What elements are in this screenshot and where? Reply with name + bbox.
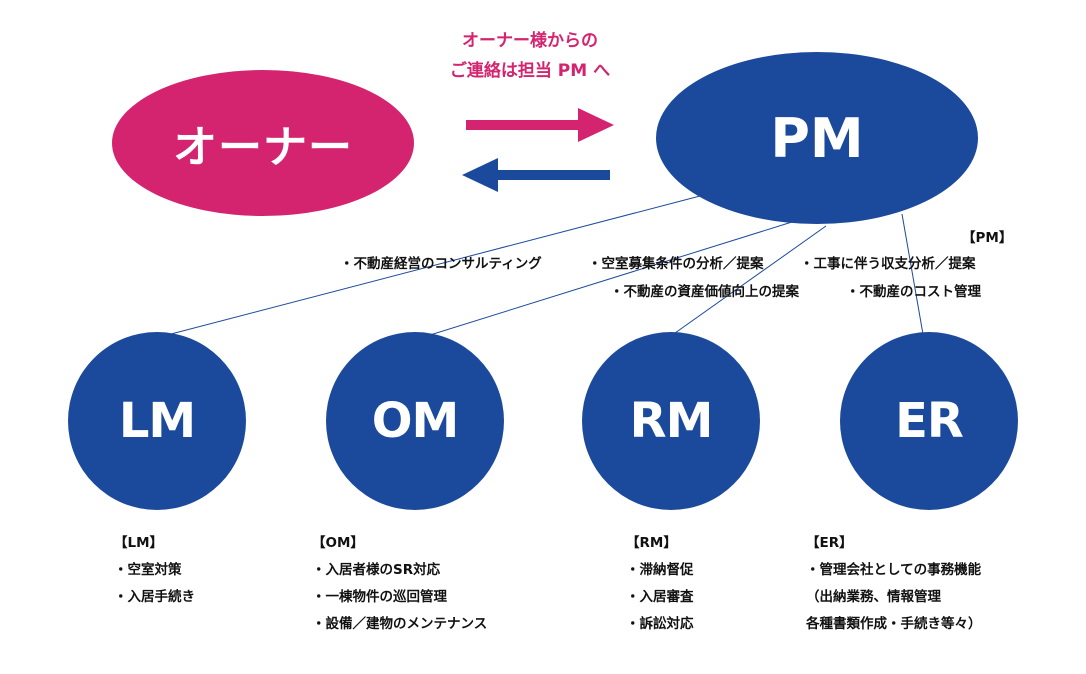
om-item: ・入居者様のSR対応 bbox=[312, 562, 441, 578]
owner-label: オーナー bbox=[173, 122, 353, 173]
er-node: ER bbox=[840, 332, 1018, 510]
lm-node: LM bbox=[68, 332, 246, 510]
rm-details: 【RM】 ・滞納督促 ・入居審査 ・訴訟対応 bbox=[626, 530, 694, 638]
er-heading: 【ER】 bbox=[806, 535, 853, 551]
connector-pm-om bbox=[381, 221, 793, 351]
er-label: ER bbox=[895, 393, 964, 449]
er-item: 各種書類作成・手続き等々） bbox=[806, 616, 982, 632]
pm-duty-5: ・不動産のコスト管理 bbox=[846, 284, 981, 300]
er-item: （出納業務、情報管理 bbox=[806, 589, 941, 605]
rm-item: ・滞納督促 bbox=[626, 562, 694, 578]
caption-line-1: オーナー様からの bbox=[462, 31, 598, 51]
pm-duties-heading: 【PM】 bbox=[962, 230, 1013, 246]
lm-item: ・入居手続き bbox=[114, 589, 195, 605]
connector-pm-lm bbox=[147, 195, 701, 341]
rm-heading: 【RM】 bbox=[626, 535, 677, 551]
er-item: ・管理会社としての事務機能 bbox=[806, 562, 982, 578]
rm-label: RM bbox=[629, 393, 714, 449]
pm-duty-4: ・不動産の資産価値向上の提案 bbox=[610, 284, 799, 300]
connector-pm-er bbox=[901, 213, 925, 341]
pm-node: PM bbox=[656, 52, 978, 224]
arrow-left-icon bbox=[462, 158, 610, 192]
rm-item: ・入居審査 bbox=[626, 589, 694, 605]
lm-label: LM bbox=[118, 393, 196, 449]
lm-heading: 【LM】 bbox=[114, 535, 164, 551]
rm-item: ・訴訟対応 bbox=[626, 616, 694, 632]
owner-node: オーナー bbox=[112, 70, 414, 216]
er-details: 【ER】 ・管理会社としての事務機能 （出納業務、情報管理 各種書類作成・手続き… bbox=[806, 530, 982, 638]
caption-line-2: ご連絡は担当 PM へ bbox=[449, 61, 611, 81]
pm-duty-3: ・工事に伴う収支分析／提案 bbox=[800, 256, 976, 272]
lm-details: 【LM】 ・空室対策 ・入居手続き bbox=[114, 530, 195, 611]
om-node: OM bbox=[326, 332, 504, 510]
om-heading: 【OM】 bbox=[312, 535, 364, 551]
lm-item: ・空室対策 bbox=[114, 562, 182, 578]
owner-contact-caption: オーナー様からの ご連絡は担当 PM へ bbox=[390, 26, 670, 86]
arrow-right-icon bbox=[466, 108, 614, 142]
connector-pm-rm bbox=[667, 225, 827, 339]
pm-label: PM bbox=[770, 106, 864, 170]
pm-duty-2: ・空室募集条件の分析／提案 bbox=[588, 256, 764, 272]
rm-node: RM bbox=[582, 332, 760, 510]
om-item: ・一棟物件の巡回管理 bbox=[312, 589, 447, 605]
om-label: OM bbox=[371, 393, 460, 449]
pm-duty-1: ・不動産経営のコンサルティング bbox=[340, 256, 542, 272]
om-details: 【OM】 ・入居者様のSR対応 ・一棟物件の巡回管理 ・設備／建物のメンテナンス bbox=[312, 530, 487, 638]
om-item: ・設備／建物のメンテナンス bbox=[312, 616, 488, 632]
